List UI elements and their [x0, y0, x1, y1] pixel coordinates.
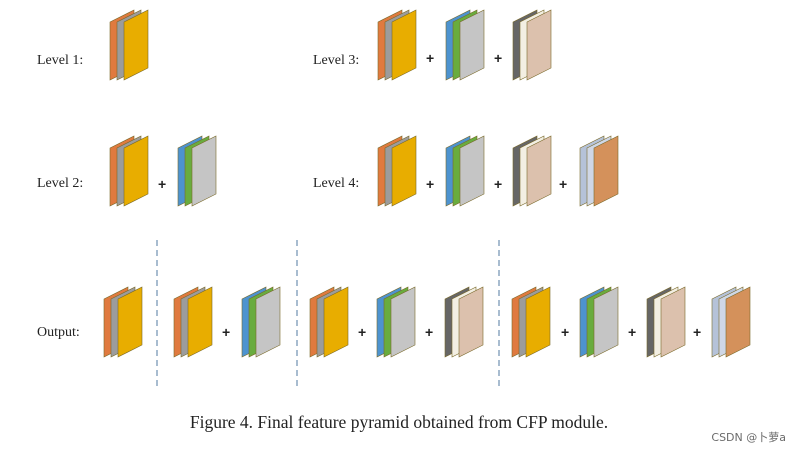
feature-map-layer [123, 135, 149, 207]
plus-sign: + [559, 176, 568, 192]
feature-map-stack [109, 135, 149, 207]
feature-map-layer [459, 9, 485, 81]
plus-sign: + [358, 324, 367, 340]
feature-map-stack [579, 286, 619, 358]
label-level-1: Level 1: [37, 53, 84, 68]
feature-map-stack [579, 135, 619, 207]
feature-map-layer [593, 286, 619, 358]
feature-map-stack [376, 286, 416, 358]
plus-sign: + [426, 176, 435, 192]
feature-map-layer [123, 9, 149, 81]
feature-map-stack [512, 9, 552, 81]
feature-map-layer [323, 286, 349, 358]
feature-map-stack [511, 286, 551, 358]
plus-sign: + [222, 324, 231, 340]
feature-map-stack [103, 286, 143, 358]
feature-map-stack [445, 135, 485, 207]
feature-map-stack [646, 286, 686, 358]
label-output: Output: [37, 325, 80, 340]
plus-sign: + [693, 324, 702, 340]
feature-map-layer [390, 286, 416, 358]
label-level-2: Level 2: [37, 176, 84, 191]
label-level-3: Level 3: [313, 53, 360, 68]
plus-sign: + [561, 324, 570, 340]
feature-map-layer [255, 286, 281, 358]
plus-sign: + [628, 324, 637, 340]
feature-map-layer [187, 286, 213, 358]
feature-map-stack [444, 286, 484, 358]
feature-map-layer [459, 135, 485, 207]
plus-sign: + [158, 176, 167, 192]
feature-map-layer [526, 9, 552, 81]
feature-map-layer [391, 135, 417, 207]
feature-map-layer [391, 9, 417, 81]
feature-map-stack [177, 135, 217, 207]
feature-map-stack [377, 135, 417, 207]
plus-sign: + [494, 50, 503, 66]
feature-map-stack [241, 286, 281, 358]
feature-map-stack [512, 135, 552, 207]
figure-caption: Figure 4. Final feature pyramid obtained… [189, 412, 609, 432]
feature-map-stack [377, 9, 417, 81]
feature-map-stack [711, 286, 751, 358]
feature-map-layer [725, 286, 751, 358]
feature-map-stack [109, 9, 149, 81]
plus-sign: + [426, 50, 435, 66]
plus-sign: + [425, 324, 434, 340]
feature-map-layer [525, 286, 551, 358]
csdn-watermark: CSDN @卜萝a [711, 431, 786, 444]
label-level-4: Level 4: [313, 176, 360, 191]
feature-map-stack [445, 9, 485, 81]
feature-map-layer [526, 135, 552, 207]
feature-map-stack [309, 286, 349, 358]
feature-map-layer [191, 135, 217, 207]
feature-map-layer [117, 286, 143, 358]
plus-sign: + [494, 176, 503, 192]
feature-map-layer [458, 286, 484, 358]
feature-map-layer [660, 286, 686, 358]
feature-map-stack [173, 286, 213, 358]
feature-map-layer [593, 135, 619, 207]
